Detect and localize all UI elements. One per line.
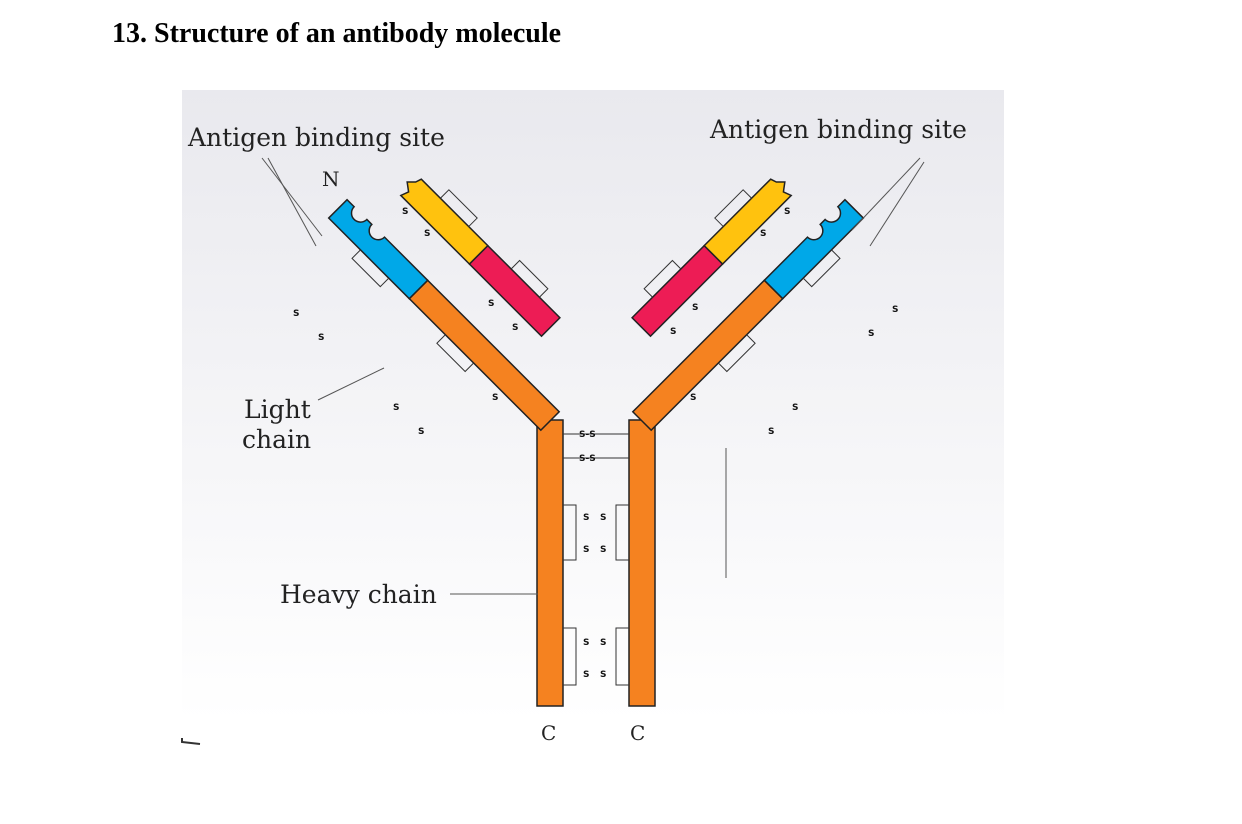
svg-text:S: S (784, 207, 790, 217)
svg-text:S: S (792, 403, 798, 413)
n-terminus-label: N (322, 167, 340, 191)
disulfide-s-glyphs: S S S S S S S S S S S S S S S S S S S S … (293, 207, 898, 680)
heavy-chain-stem-left (536, 419, 564, 707)
light-variable-region-right (703, 178, 793, 266)
svg-text:S: S (583, 670, 589, 680)
svg-text:S: S (393, 403, 399, 413)
svg-text:S: S (768, 427, 774, 437)
light-variable-region-left (399, 178, 489, 266)
heavy-chain-stem-right (628, 419, 656, 707)
light-chain-label-line1: Light (244, 395, 311, 424)
right-arm (631, 178, 865, 432)
svg-text:S: S (892, 305, 898, 315)
left-arm (327, 178, 561, 432)
page-title: 13. Structure of an antibody molecule (112, 18, 562, 49)
leader-lines (261, 157, 925, 595)
corner-mark (181, 738, 201, 745)
svg-text:S: S (600, 513, 606, 523)
interchain-disulfide-bonds: S-S S-S (563, 430, 629, 686)
diagram-background (182, 90, 1004, 722)
svg-text:S: S (293, 309, 299, 319)
svg-text:S: S (492, 393, 498, 403)
svg-text:S: S (424, 229, 430, 239)
antigen-binding-site-left-label: Antigen binding site (187, 123, 445, 152)
svg-text:S: S (690, 393, 696, 403)
c-terminus-left-label: C (541, 721, 556, 745)
svg-text:S: S (402, 207, 408, 217)
heavy-chain-label: Heavy chain (280, 580, 437, 609)
light-chain-label-line2: chain (242, 425, 311, 454)
svg-text:S: S (318, 333, 324, 343)
svg-text:S: S (583, 638, 589, 648)
svg-text:S: S (670, 327, 676, 337)
svg-text:S: S (868, 329, 874, 339)
svg-text:S: S (418, 427, 424, 437)
svg-text:S: S (488, 299, 494, 309)
antigen-binding-site-right-label: Antigen binding site (709, 115, 967, 144)
disulfide-bond-label-2: S-S (579, 454, 596, 464)
disulfide-bond-label-1: S-S (579, 430, 596, 440)
heavy-variable-region-right (763, 198, 865, 300)
svg-text:S: S (512, 323, 518, 333)
c-terminus-right-label: C (630, 721, 645, 745)
svg-text:S: S (692, 303, 698, 313)
svg-text:S: S (583, 513, 589, 523)
svg-text:S: S (760, 229, 766, 239)
svg-text:S: S (600, 545, 606, 555)
heavy-variable-region-left (327, 198, 429, 300)
svg-text:S: S (600, 670, 606, 680)
svg-text:S: S (600, 638, 606, 648)
svg-text:S: S (583, 545, 589, 555)
